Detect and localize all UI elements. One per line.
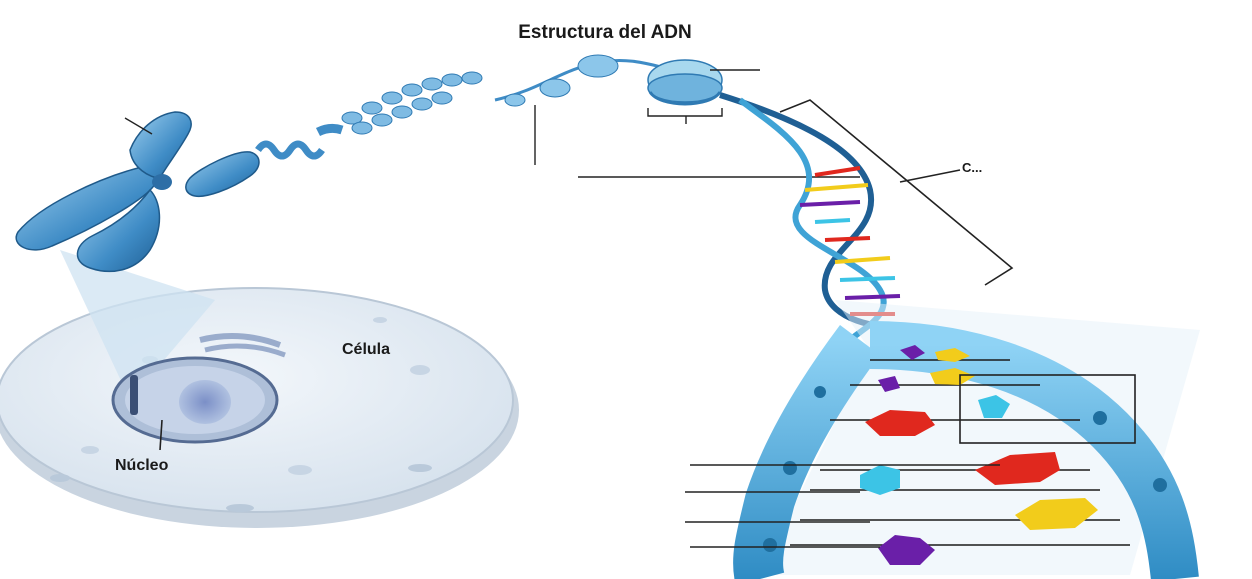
nucleus-label: Núcleo <box>115 457 169 474</box>
diagram-title: Estructura del ADN <box>518 22 692 43</box>
base-pair-highlight <box>959 374 1136 444</box>
nucleosome-bracket <box>534 69 760 165</box>
nucleosome-icon <box>494 54 723 107</box>
cell-label: Célula <box>342 341 390 358</box>
dna-component-pointers <box>685 464 1000 548</box>
zoom-cone <box>60 250 215 400</box>
chromosome-icon <box>15 111 260 273</box>
dna-fragment-label: C... <box>962 160 982 175</box>
nucleus-pointer <box>159 419 163 451</box>
chromatin-fiber <box>255 71 483 160</box>
chromosome-pointer <box>124 117 153 135</box>
helix-bracket <box>779 99 1014 286</box>
base-pair-icon <box>790 345 1130 565</box>
nucleus-icon <box>111 333 286 444</box>
